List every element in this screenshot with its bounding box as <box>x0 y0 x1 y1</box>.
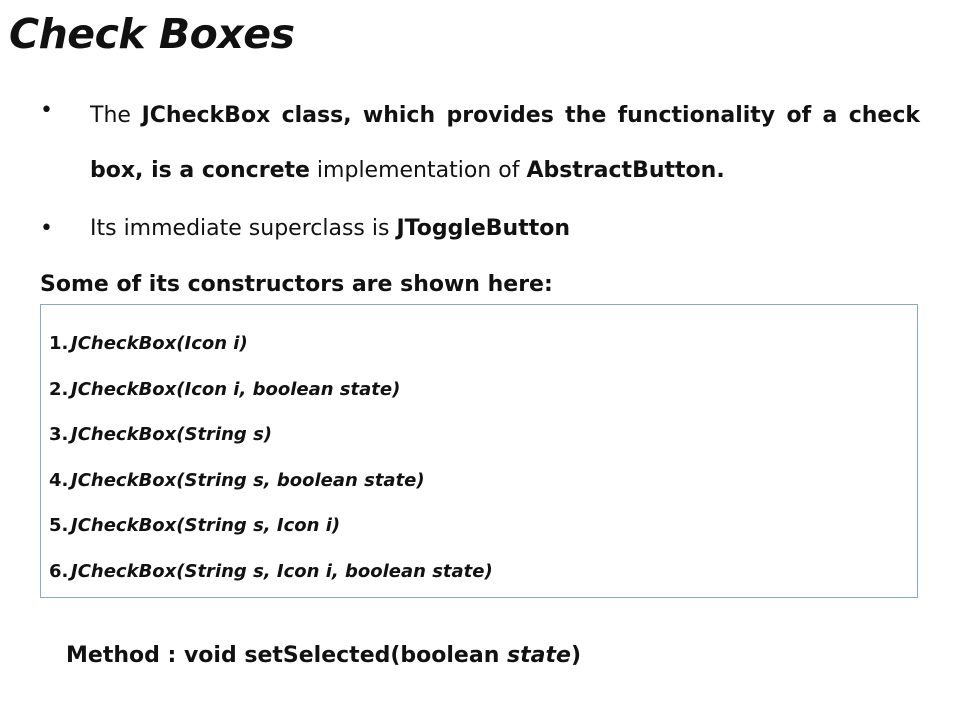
constructor-signature: JCheckBox(String s, Icon i) <box>71 515 341 536</box>
bullet-text-segment: JCheckBox class, which provides the func… <box>90 103 920 183</box>
constructor-number: 1. <box>49 333 69 354</box>
bullet-item: • The JCheckBox class, which provides th… <box>40 88 920 198</box>
constructors-heading: Some of its constructors are shown here: <box>40 272 553 297</box>
constructor-item: 2.JCheckBox(Icon i, boolean state) <box>49 367 917 413</box>
constructor-item: 1.JCheckBox(Icon i) <box>49 321 917 367</box>
method-suffix: ) <box>570 643 581 668</box>
constructor-item: 5.JCheckBox(String s, Icon i) <box>49 503 917 549</box>
slide-title: Check Boxes <box>9 10 295 58</box>
constructor-item: 6.JCheckBox(String s, Icon i, boolean st… <box>49 549 917 595</box>
constructor-signature: JCheckBox(Icon i, boolean state) <box>71 378 401 400</box>
bullet-item: • Its immediate superclass is JToggleBut… <box>40 206 920 252</box>
constructor-signature: JCheckBox(String s, Icon i, boolean stat… <box>71 560 493 582</box>
constructor-number: 6. <box>49 560 69 582</box>
constructor-number: 3. <box>49 424 69 445</box>
bullet-dot-icon: • <box>40 98 53 123</box>
constructor-signature: JCheckBox(Icon i) <box>71 333 248 354</box>
bullet-list: • The JCheckBox class, which provides th… <box>40 88 920 266</box>
constructors-list: 1.JCheckBox(Icon i) 2.JCheckBox(Icon i, … <box>41 305 917 594</box>
bullet-text-segment: The <box>90 103 142 128</box>
bullet-dot-icon: • <box>40 216 53 241</box>
method-prefix: Method : void setSelected(boolean <box>66 643 508 668</box>
bullet-text-segment: Its immediate superclass is <box>90 216 397 241</box>
constructor-item: 4.JCheckBox(String s, boolean state) <box>49 458 917 504</box>
constructor-number: 4. <box>49 469 69 491</box>
bullet-text-segment: AbstractButton. <box>526 158 725 183</box>
constructors-box: 1.JCheckBox(Icon i) 2.JCheckBox(Icon i, … <box>40 304 918 598</box>
constructor-item: 3.JCheckBox(String s) <box>49 412 917 458</box>
constructor-signature: JCheckBox(String s, boolean state) <box>71 469 425 491</box>
method-signature: Method : void setSelected(boolean state) <box>66 636 581 676</box>
constructor-signature: JCheckBox(String s) <box>71 424 273 445</box>
constructor-number: 5. <box>49 515 69 536</box>
method-param: state <box>507 643 571 668</box>
bullet-text-segment: implementation of <box>309 158 527 183</box>
bullet-text-segment: JToggleButton <box>396 216 571 241</box>
constructor-number: 2. <box>49 378 69 400</box>
